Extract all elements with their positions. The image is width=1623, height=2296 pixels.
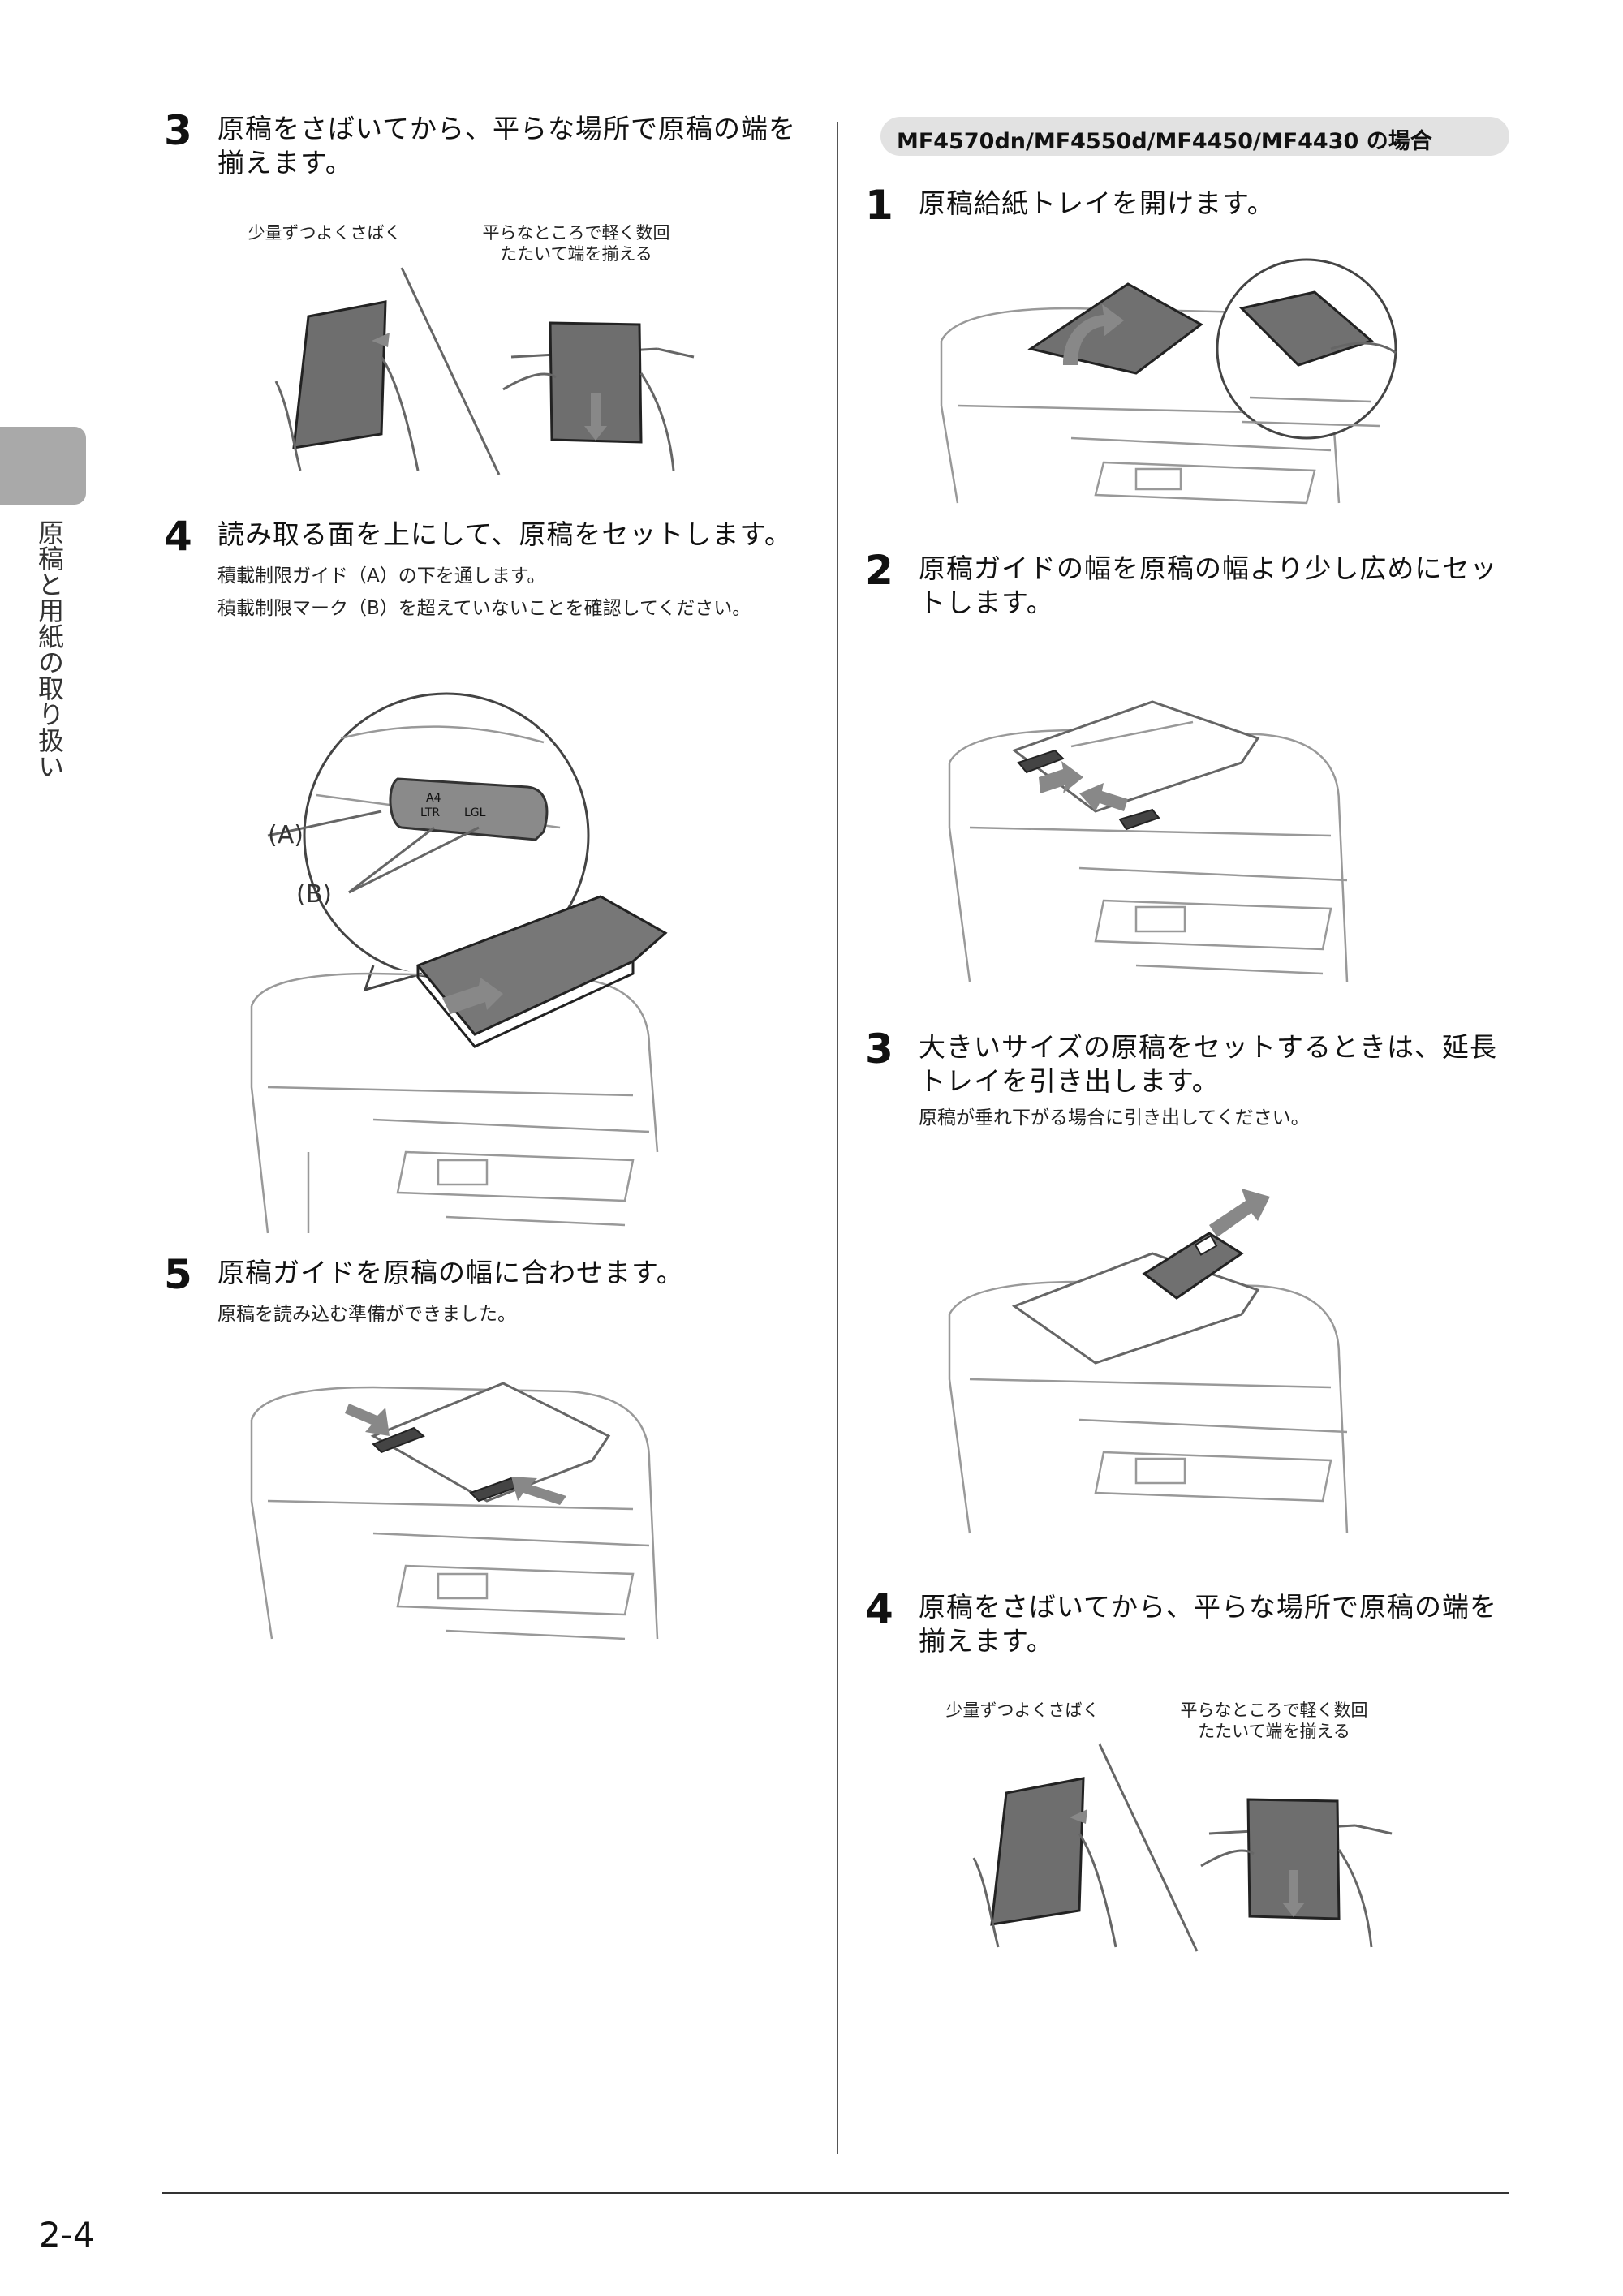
mark-a4: A4	[426, 792, 441, 805]
caption-fan: 少量ずつよくさばく	[248, 223, 402, 243]
step-title-line: 揃えます。	[217, 147, 353, 178]
step-description: 積載制限ガイド（A）の下を通します。 積載制限マーク（B）を超えていないことを確…	[217, 560, 751, 625]
step-title: 読み取る面を上にして、原稿をセットします。	[217, 518, 793, 550]
step-number: 3	[865, 1025, 893, 1073]
caption-line: たたいて端を揃える	[1198, 1722, 1350, 1741]
step-number: 5	[164, 1251, 192, 1298]
caption-tap: 平らなところで軽く数回 たたいて端を揃える	[454, 222, 698, 264]
step-title-line: トレイを引き出します。	[919, 1065, 1220, 1097]
step-title: 原稿ガイドの幅を原稿の幅より少し広めにセッ トします。	[919, 552, 1497, 620]
step-number: 2	[865, 547, 893, 594]
label-b: (B)	[296, 880, 332, 909]
step-title-line: トします。	[919, 587, 1054, 618]
step-title-line: 原稿をさばいてから、平らな場所で原稿の端を	[217, 113, 797, 144]
step-description: 原稿を読み込む準備ができました。	[217, 1304, 516, 1325]
step-title: 原稿をさばいてから、平らな場所で原稿の端を 揃えます。	[217, 112, 796, 180]
widen-guide-illustration	[948, 700, 1349, 982]
adjust-guide-illustration	[250, 1382, 659, 1640]
step-number: 3	[164, 107, 192, 154]
pull-extension-tray-illustration	[948, 1189, 1349, 1534]
step-title: 原稿給紙トレイを開けます。	[919, 187, 1275, 219]
caption-line: 平らなところで軽く数回	[482, 223, 670, 243]
step-title: 大きいサイズの原稿をセットするときは、延長 トレイを引き出します。	[919, 1030, 1497, 1099]
step-title: 原稿をさばいてから、平らな場所で原稿の端を 揃えます。	[919, 1590, 1497, 1658]
step-title-line: 大きいサイズの原稿をセットするときは、延長	[919, 1031, 1498, 1063]
mark-lgl: LGL	[464, 806, 486, 819]
step-number: 4	[164, 513, 192, 560]
description-line: 積載制限マーク（B）を超えていないことを確認してください。	[217, 598, 751, 619]
caption-line: たたいて端を揃える	[500, 244, 652, 264]
label-a: (A)	[268, 821, 304, 849]
step-number: 4	[865, 1585, 893, 1632]
open-tray-illustration	[940, 258, 1397, 505]
step-number: 1	[865, 182, 893, 229]
caption-line: 平らなところで軽く数回	[1180, 1701, 1368, 1720]
description-line: 積載制限ガイド（A）の下を通します。	[217, 565, 546, 587]
step-title-line: 原稿をさばいてから、平らな場所で原稿の端を	[919, 1591, 1498, 1623]
caption-tap: 平らなところで軽く数回 たたいて端を揃える	[1152, 1700, 1396, 1742]
load-document-illustration: A4 LTR LGL	[250, 692, 668, 1234]
section-heading: MF4570dn/MF4550d/MF4450/MF4430 の場合	[880, 117, 1509, 156]
chapter-title: 原稿と用紙の取り扱い	[34, 519, 65, 779]
step-title-line: 揃えます。	[919, 1625, 1054, 1657]
step-title-line: 原稿ガイドの幅を原稿の幅より少し広めにセッ	[919, 553, 1498, 584]
column-divider	[837, 122, 838, 2154]
fan-and-align-illustration	[274, 267, 695, 475]
step-description: 原稿が垂れ下がる場合に引き出してください。	[919, 1107, 1310, 1129]
step-title: 原稿ガイドを原稿の幅に合わせます。	[217, 1257, 684, 1288]
mark-ltr: LTR	[420, 806, 440, 819]
section-heading-text: MF4570dn/MF4550d/MF4450/MF4430 の場合	[897, 129, 1432, 154]
footer-rule	[162, 2192, 1509, 2194]
caption-fan: 少量ずつよくさばく	[945, 1701, 1100, 1720]
fan-and-align-illustration	[972, 1743, 1393, 1952]
chapter-tab	[0, 427, 86, 505]
page-number: 2-4	[39, 2215, 95, 2255]
